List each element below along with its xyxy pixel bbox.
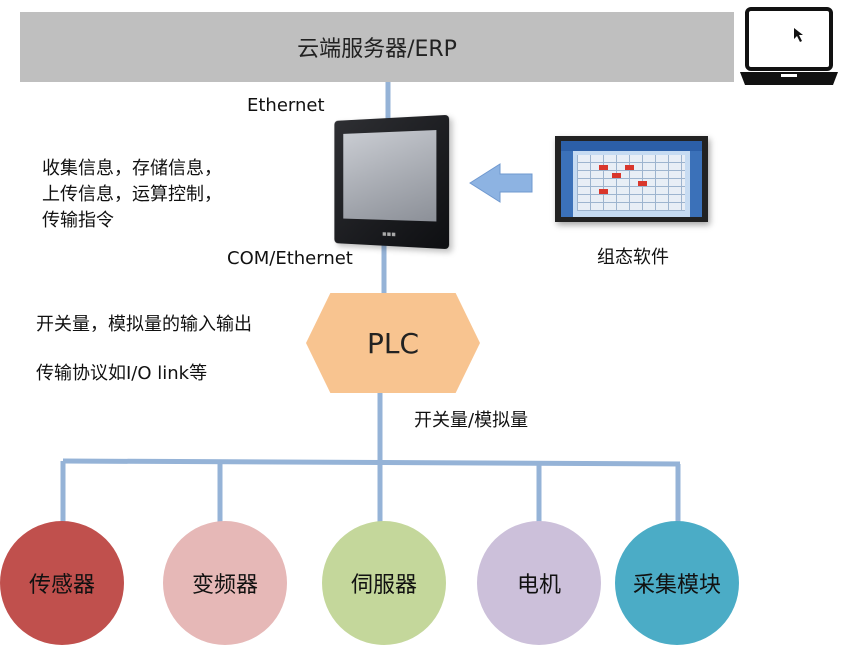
hmi-note-line: 收集信息，存储信息， — [42, 158, 222, 179]
device-sensor: 传感器 — [0, 521, 124, 645]
ethernet-label: Ethernet — [247, 95, 325, 116]
laptop-icon — [740, 7, 838, 85]
device-label: 采集模块 — [632, 573, 721, 598]
device-servo: 伺服器 — [322, 521, 446, 645]
switch-analog-label: 开关量/模拟量 — [414, 410, 529, 431]
device-label: 伺服器 — [350, 573, 417, 598]
device-inverter: 变频器 — [163, 521, 287, 645]
plc-note-io: 开关量，模拟量的输入输出 — [36, 314, 252, 335]
hmi-screen — [343, 130, 437, 222]
hmi-note-line: 上传信息，运算控制， — [42, 184, 222, 205]
device-acquisition-module: 采集模块 — [615, 521, 739, 645]
software-label: 组态软件 — [597, 247, 669, 268]
software-screenshot-icon — [555, 136, 708, 222]
hmi-brand-mark: ▪▪▪ — [382, 229, 396, 239]
left-arrow-icon — [469, 163, 533, 203]
plc-label: PLC — [366, 326, 420, 360]
hmi-notes: 收集信息，存储信息， 上传信息，运算控制， 传输指令 — [42, 156, 222, 234]
device-label: 变频器 — [191, 573, 258, 598]
device-label: 电机 — [516, 573, 561, 598]
com-ethernet-label: COM/Ethernet — [227, 248, 353, 269]
device-motor: 电机 — [477, 521, 601, 645]
device-bus-line — [62, 458, 681, 467]
device-label: 传感器 — [28, 573, 95, 598]
cloud-server-bar: 云端服务器/ERP — [20, 12, 734, 82]
hmi-panel-icon: ▪▪▪ — [330, 114, 450, 250]
cloud-server-label: 云端服务器/ERP — [297, 37, 457, 62]
plc-note-protocol: 传输协议如I/O link等 — [36, 363, 208, 384]
plc-node: PLC — [306, 293, 480, 393]
hmi-note-line: 传输指令 — [42, 210, 114, 231]
